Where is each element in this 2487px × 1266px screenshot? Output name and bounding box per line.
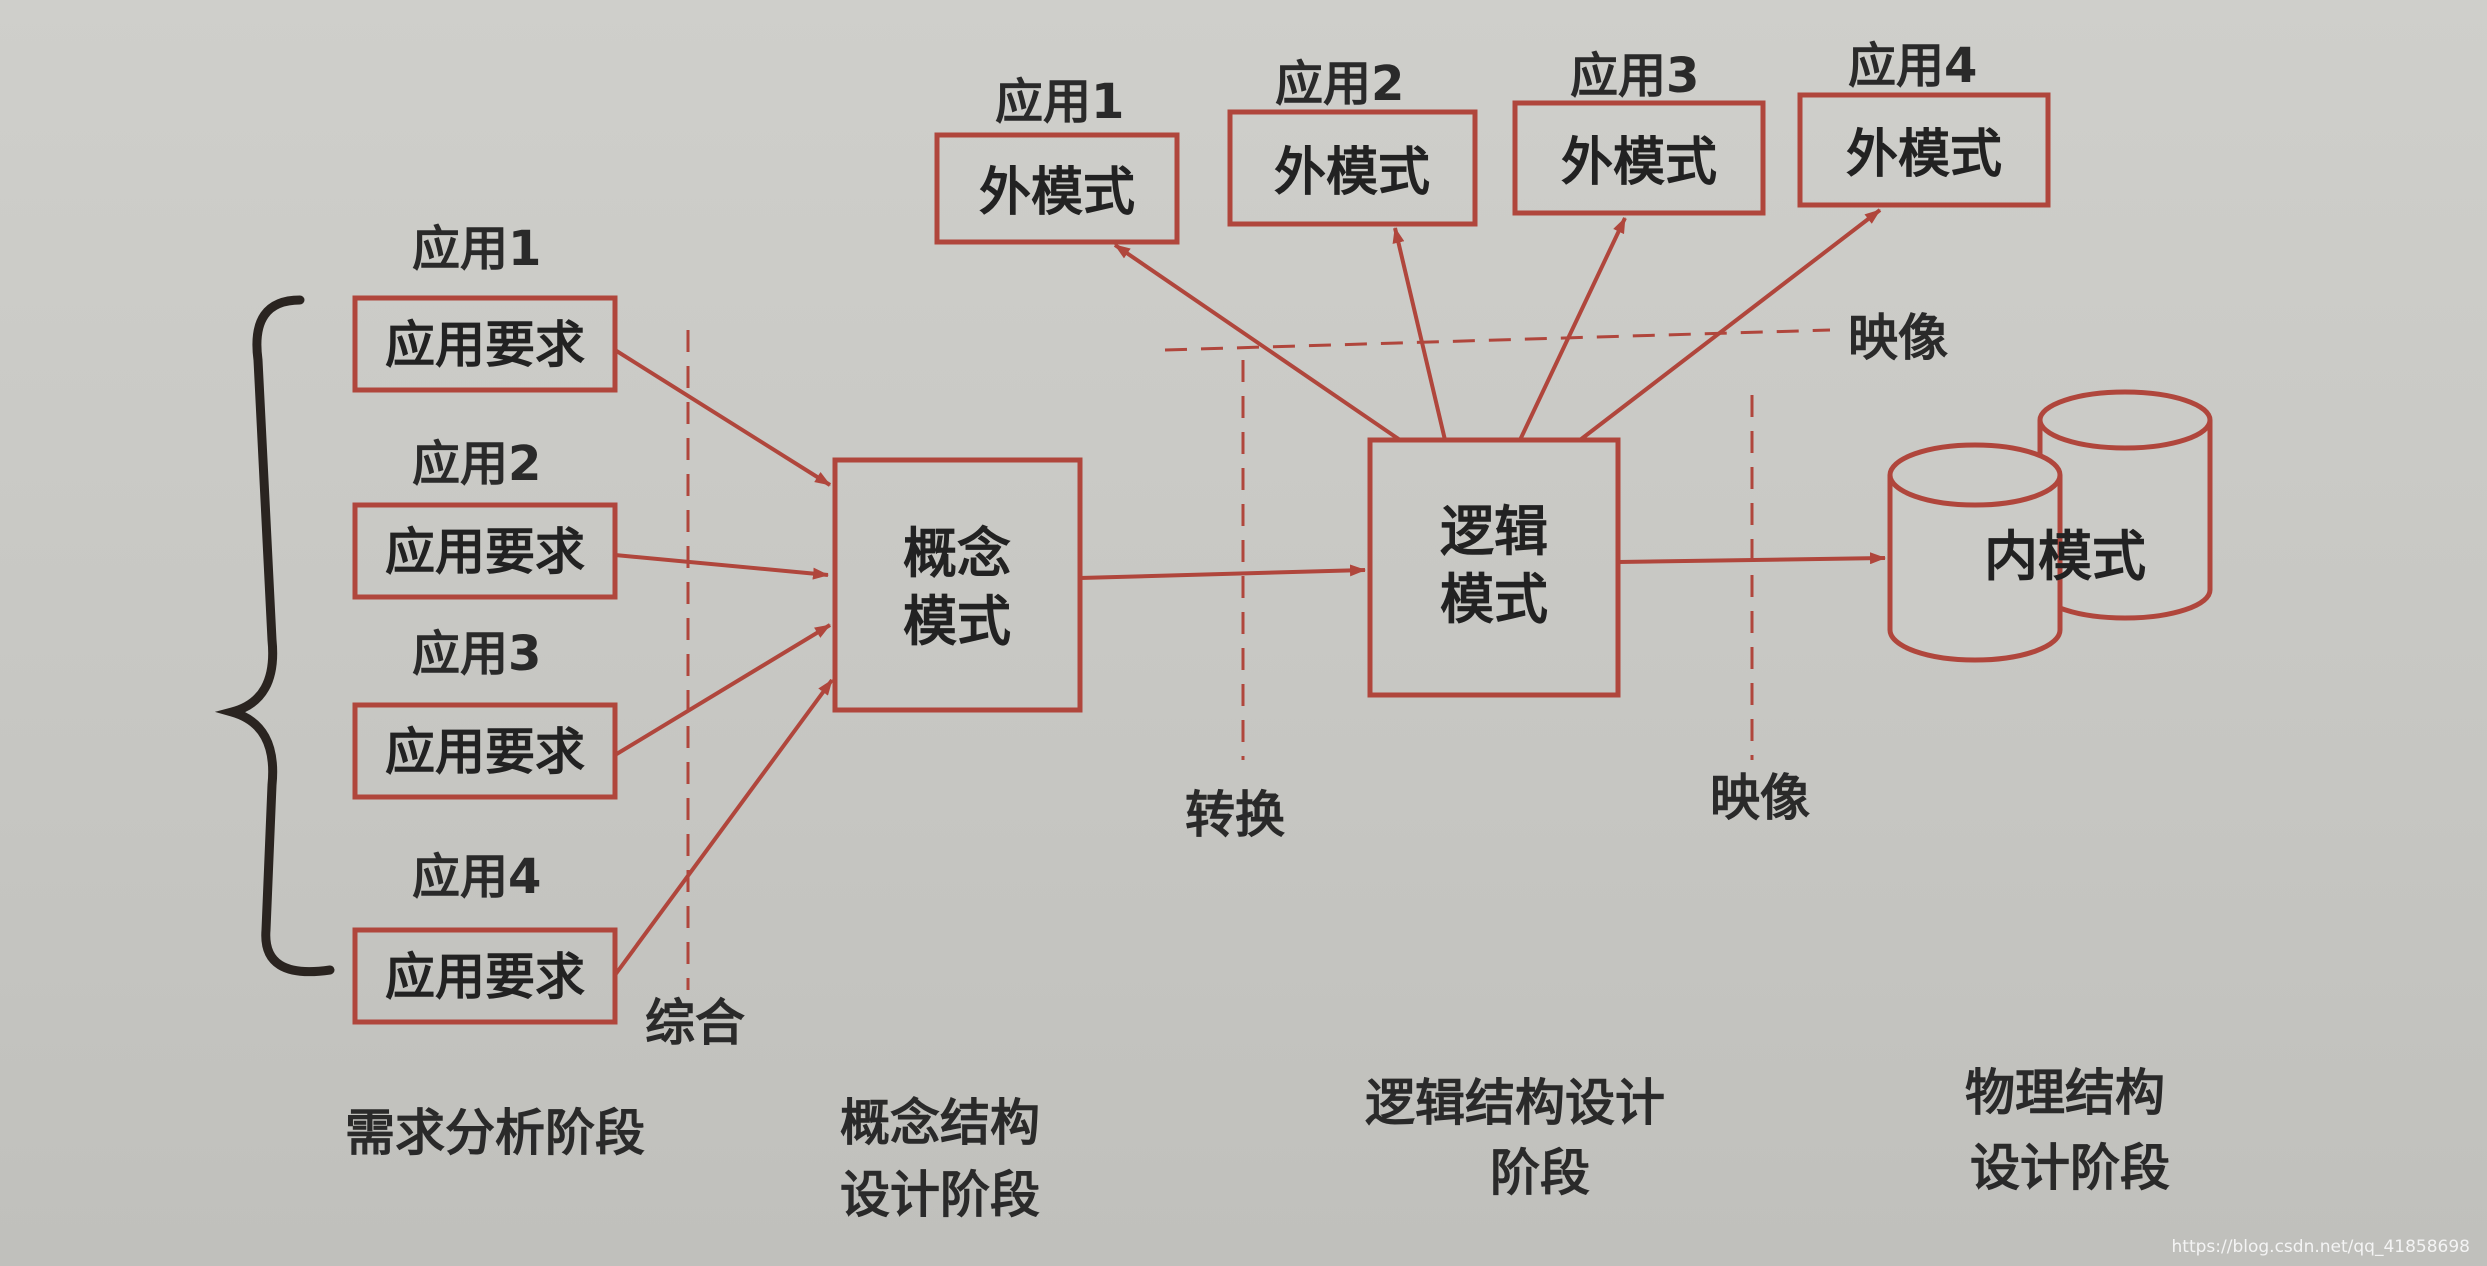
conceptual-model-line1: 概念 <box>903 522 1011 585</box>
ext-app-1-label: 应用1 <box>995 74 1124 130</box>
arrow-logical-to-ext4 <box>1578 208 1882 442</box>
logical-model-line2: 模式 <box>1440 568 1548 631</box>
stage-physical-line2: 设计阶段 <box>1970 1139 2170 1197</box>
req-app-4-label: 应用4 <box>412 849 541 905</box>
conceptual-model-box: 概念 模式 <box>832 457 1083 713</box>
mapping-bottom-label: 映像 <box>1710 769 1810 827</box>
arrow-req3-to-concept <box>613 623 832 757</box>
stage-requirements-label: 需求分析阶段 <box>345 1104 645 1162</box>
watermark-url: https://blog.csdn.net/qq_41858698 <box>2172 1237 2470 1257</box>
req-app-3-label: 应用3 <box>412 626 541 682</box>
logical-model-line1: 逻辑 <box>1440 500 1548 563</box>
stage-conceptual-line2: 设计阶段 <box>840 1166 1040 1224</box>
ext-box-3: 外模式 <box>1512 100 1766 216</box>
req-box-4-label: 应用要求 <box>385 948 585 1006</box>
req-box-4: 应用要求 <box>352 927 618 1025</box>
arrow-logical-to-ext2 <box>1392 227 1447 441</box>
ext-box-4: 外模式 <box>1797 92 2051 208</box>
ext-app-3-label: 应用3 <box>1570 48 1699 104</box>
internal-schema-database-icon <box>1887 389 2213 663</box>
req-box-1-label: 应用要求 <box>385 316 585 374</box>
req-box-2-label: 应用要求 <box>385 523 585 581</box>
mapping-top-label: 映像 <box>1848 309 1948 367</box>
ext-box-3-label: 外模式 <box>1561 133 1717 193</box>
arrow-concept-to-logical <box>1079 564 1366 580</box>
synthesis-label: 综合 <box>645 994 745 1052</box>
internal-schema-label: 内模式 <box>1984 525 2146 588</box>
req-box-2: 应用要求 <box>352 502 618 600</box>
arrow-req4-to-concept <box>613 678 834 977</box>
ext-box-2-label: 外模式 <box>1274 143 1430 203</box>
req-app-2-label: 应用2 <box>412 436 541 492</box>
ext-box-2: 外模式 <box>1227 109 1478 227</box>
ext-box-4-label: 外模式 <box>1846 125 2002 185</box>
curly-brace <box>214 295 335 977</box>
ext-box-1: 外模式 <box>934 132 1180 245</box>
arrow-logical-to-ext3 <box>1518 217 1627 441</box>
ext-app-2-label: 应用2 <box>1275 56 1404 112</box>
transform-label: 转换 <box>1185 786 1285 844</box>
arrow-req2-to-concept <box>614 553 829 580</box>
stage-logical-line1: 逻辑结构设计 <box>1365 1074 1665 1132</box>
req-box-3: 应用要求 <box>352 702 618 800</box>
stage-physical-line1: 物理结构 <box>1965 1064 2165 1122</box>
stage-logical-line2: 阶段 <box>1490 1144 1590 1202</box>
ext-app-4-label: 应用4 <box>1848 38 1977 94</box>
req-box-3-label: 应用要求 <box>385 723 585 781</box>
logical-model-box: 逻辑 模式 <box>1367 437 1621 698</box>
ext-box-1-label: 外模式 <box>979 163 1135 223</box>
arrow-logical-to-ext1 <box>1113 243 1402 442</box>
req-box-1: 应用要求 <box>352 295 618 393</box>
arrow-req1-to-concept <box>613 348 832 487</box>
conceptual-model-line2: 模式 <box>903 590 1011 653</box>
arrow-logical-to-internal <box>1617 552 1886 565</box>
req-app-1-label: 应用1 <box>412 221 541 277</box>
stage-conceptual-line1: 概念结构 <box>840 1094 1040 1152</box>
